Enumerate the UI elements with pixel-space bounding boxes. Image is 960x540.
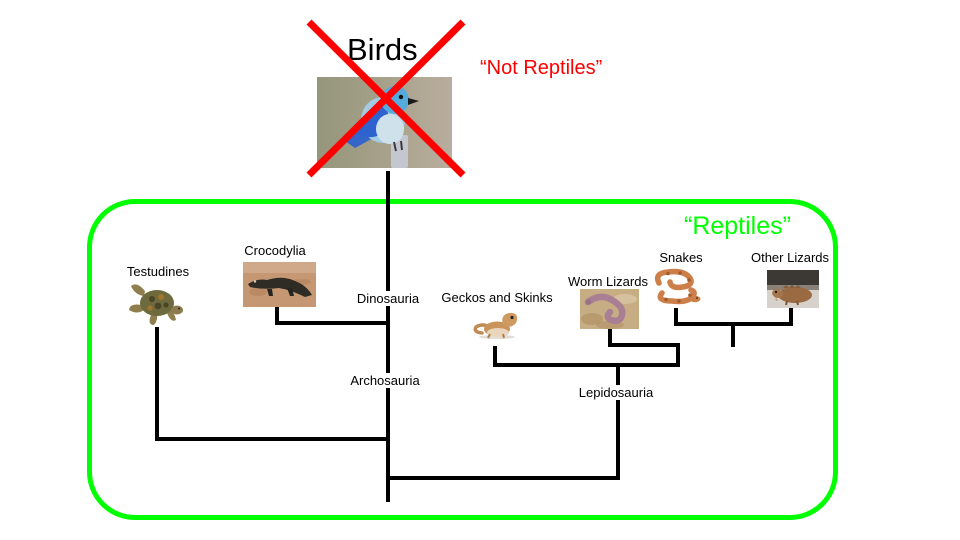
label-snakes: Snakes: [659, 250, 703, 265]
label-dinosauria: Dinosauria: [353, 291, 423, 306]
label-testudines: Testudines: [126, 264, 190, 279]
branch-crocodylia-vertical: [275, 307, 279, 325]
branch-lepidosauria-vertical: [616, 364, 620, 480]
label-lepidosauria: Lepidosauria: [575, 385, 657, 400]
branch-other-lizards-vertical: [789, 308, 793, 324]
reptiles-group-box: [87, 199, 838, 520]
label-geckos-and-skinks: Geckos and Skinks: [441, 290, 553, 305]
crocodile-photo: [243, 262, 316, 307]
branch-geckos-horizontal: [493, 363, 680, 367]
branch-testudines-vertical: [155, 327, 159, 441]
reptiles-caption: “Reptiles”: [684, 212, 791, 240]
coiled-snake-photo: [646, 266, 706, 309]
gecko-illustration: [473, 312, 518, 339]
branch-worm-lizards-horizontal: [608, 343, 680, 347]
worm-lizard-photo: [580, 289, 639, 329]
sea-turtle-illustration: [129, 284, 183, 325]
gecko-photo: [470, 307, 526, 340]
label-crocodylia: Crocodylia: [244, 243, 306, 258]
label-other-lizards: Other Lizards: [750, 250, 830, 265]
branch-root-horizontal: [386, 476, 620, 480]
branch-trunk-dinosauria: [386, 171, 390, 502]
branch-node-vertical-1: [676, 343, 680, 367]
worm-lizard-illustration: [580, 289, 639, 329]
label-worm-lizards: Worm Lizards: [568, 274, 648, 289]
branch-crocodylia-horizontal: [275, 321, 390, 325]
birds-title: Birds: [347, 32, 418, 67]
branch-snakes-lizards-horizontal: [674, 322, 793, 326]
not-reptiles-caption: “Not Reptiles”: [480, 57, 603, 79]
label-archosauria: Archosauria: [347, 373, 423, 388]
red-cross-out-icon: [306, 19, 466, 178]
sea-turtle-photo: [127, 277, 189, 329]
branch-snakes-vertical: [674, 308, 678, 324]
coiled-snake-illustration: [654, 268, 701, 305]
branch-geckos-vertical: [493, 346, 497, 367]
branch-node-vertical-2: [731, 322, 735, 347]
crocodile-illustration: [243, 262, 316, 307]
brown-lizard-illustration: [767, 270, 819, 308]
branch-testudines-horizontal: [155, 437, 390, 441]
branch-worm-lizards-vertical: [608, 328, 612, 347]
brown-lizard-photo: [767, 270, 819, 308]
